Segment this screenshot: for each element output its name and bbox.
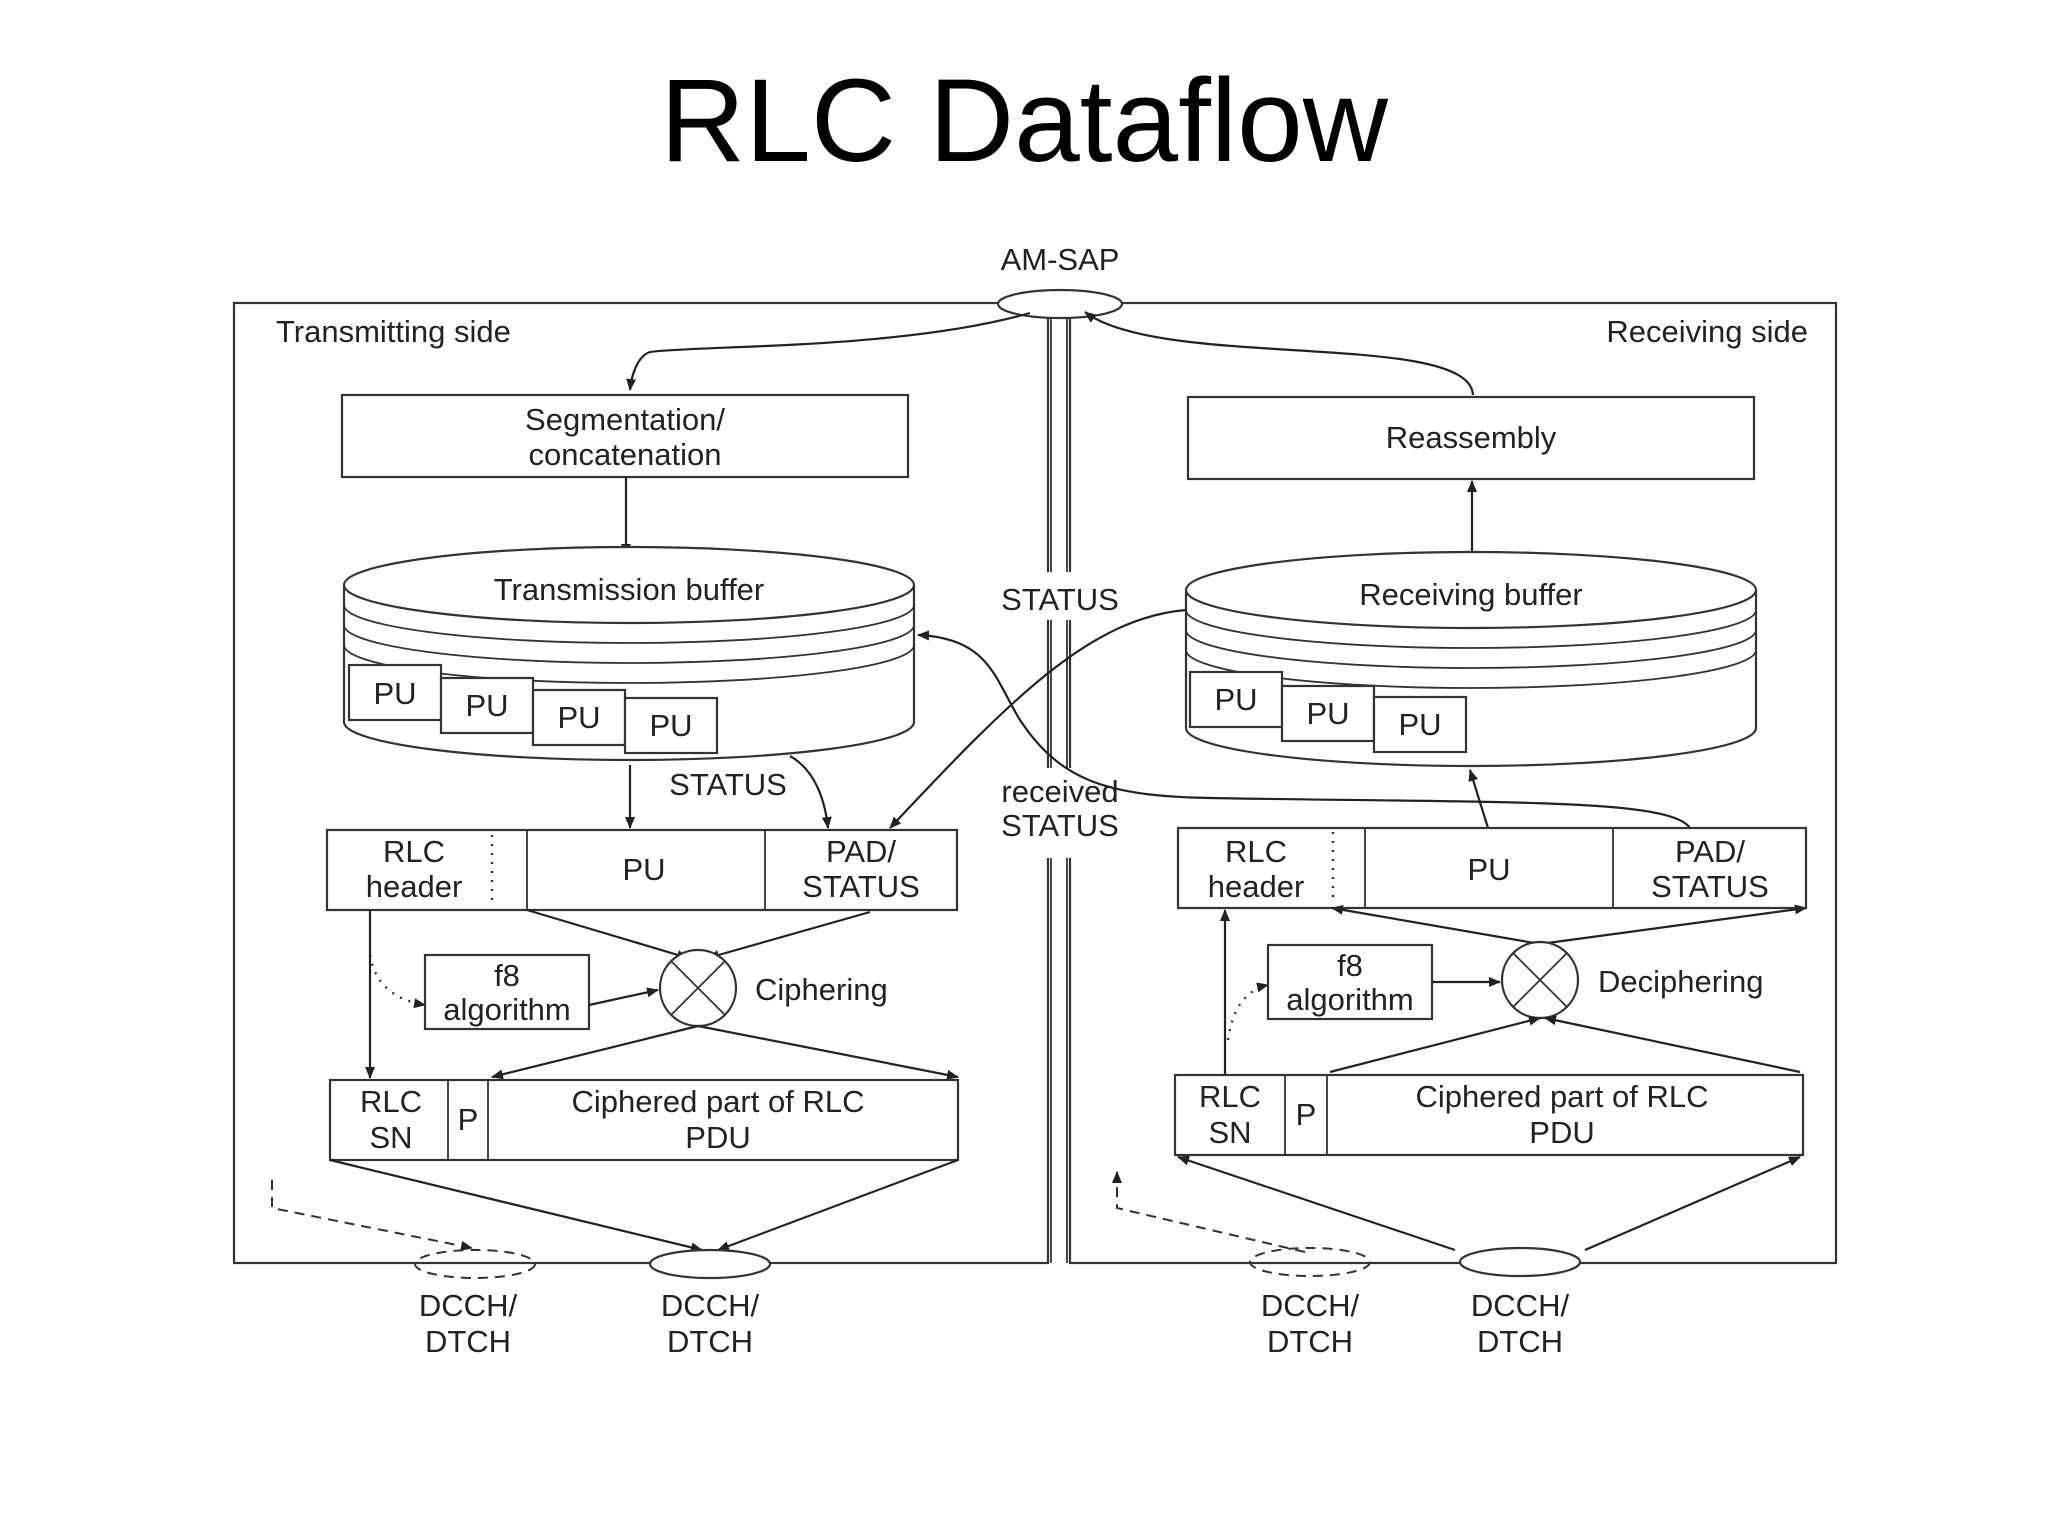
algorithm-label: algorithm <box>443 992 571 1027</box>
dcch-ellipse-rx <box>1458 1246 1582 1278</box>
dtch-label: DTCH <box>425 1324 511 1359</box>
pu-label: PU <box>373 676 416 711</box>
receiving-pu-blocks: PU PU PU <box>1188 670 1468 754</box>
status-label-center: STATUS <box>1001 582 1119 617</box>
p-label: P <box>458 1102 479 1137</box>
transmission-pu-blocks: PU PU PU PU <box>347 663 719 755</box>
status-label-tx: STATUS <box>669 767 787 802</box>
dcch-ellipse-dashed-rx <box>1249 1247 1371 1277</box>
pad-status-label: PAD/ <box>826 834 896 869</box>
dtch-label: DTCH <box>1267 1324 1353 1359</box>
f8-label: f8 <box>1337 948 1363 983</box>
transmitting-side-label: Transmitting side <box>276 314 511 349</box>
dcch-label: DCCH/ <box>1471 1288 1570 1323</box>
rlc-header-label: RLC <box>383 834 445 869</box>
rlc-sn-label: SN <box>1208 1115 1251 1150</box>
am-sap-label: AM-SAP <box>1001 242 1120 277</box>
pu-label: PU <box>622 852 665 887</box>
tx-rlc-pdu <box>325 828 959 912</box>
dcch-ellipse-tx <box>648 1248 772 1280</box>
dcch-ellipse-dashed-tx <box>414 1249 536 1279</box>
ciphered-part-label: Ciphered part of RLC <box>1416 1079 1709 1114</box>
rlc-sn-label: RLC <box>360 1084 422 1119</box>
reassembly-box <box>1186 395 1756 481</box>
ciphered-part-label: PDU <box>685 1120 750 1155</box>
concatenation-label: concatenation <box>528 437 721 472</box>
am-sap-ellipse <box>996 288 1124 320</box>
pu-label: PU <box>1398 707 1441 742</box>
f8-algorithm-box-tx <box>423 953 591 1031</box>
dtch-label: DTCH <box>667 1324 753 1359</box>
ciphered-part-label: Ciphered part of RLC <box>572 1084 865 1119</box>
segmentation-label: Segmentation/ <box>525 402 725 437</box>
pad-status-label: STATUS <box>802 869 920 904</box>
pad-status-label: PAD/ <box>1675 834 1745 869</box>
rlc-sn-label: SN <box>369 1120 412 1155</box>
dcch-label: DCCH/ <box>419 1288 518 1323</box>
pu-label: PU <box>557 700 600 735</box>
deciphering-label: Deciphering <box>1598 964 1763 999</box>
pu-label: PU <box>649 708 692 743</box>
pad-status-label: STATUS <box>1651 869 1769 904</box>
ciphering-label: Ciphering <box>755 972 888 1007</box>
receiving-buffer-label: Receiving buffer <box>1359 577 1582 612</box>
ciphering-xor-icon <box>658 948 738 1028</box>
rx-rlc-pdu <box>1176 826 1808 910</box>
dtch-label: DTCH <box>1477 1324 1563 1359</box>
rlc-header-label: RLC <box>1225 834 1287 869</box>
rlc-sn-label: RLC <box>1199 1079 1261 1114</box>
deciphering-xor-icon <box>1500 940 1580 1020</box>
received-status-label: STATUS <box>1001 808 1119 843</box>
rlc-header-label: header <box>366 869 463 904</box>
f8-algorithm-box-rx <box>1266 943 1434 1021</box>
tx-ciphered-pdu <box>328 1078 960 1162</box>
ciphered-part-label: PDU <box>1529 1115 1594 1150</box>
pu-label: PU <box>465 688 508 723</box>
slide-title: RLC Dataflow <box>660 55 1388 187</box>
receiving-side-label: Receiving side <box>1606 314 1808 349</box>
pu-label: PU <box>1306 696 1349 731</box>
segmentation-box <box>340 393 910 479</box>
reassembly-label: Reassembly <box>1386 420 1557 455</box>
dcch-label: DCCH/ <box>1261 1288 1360 1323</box>
pu-label: PU <box>1214 682 1257 717</box>
rlc-header-label: header <box>1208 869 1305 904</box>
f8-label: f8 <box>494 958 520 993</box>
rx-ciphered-pdu <box>1173 1073 1805 1157</box>
p-label: P <box>1296 1097 1317 1132</box>
dcch-label: DCCH/ <box>661 1288 760 1323</box>
algorithm-label: algorithm <box>1286 982 1414 1017</box>
pu-label: PU <box>1467 852 1510 887</box>
transmission-buffer-label: Transmission buffer <box>494 572 765 607</box>
received-status-label: received <box>1001 774 1118 809</box>
